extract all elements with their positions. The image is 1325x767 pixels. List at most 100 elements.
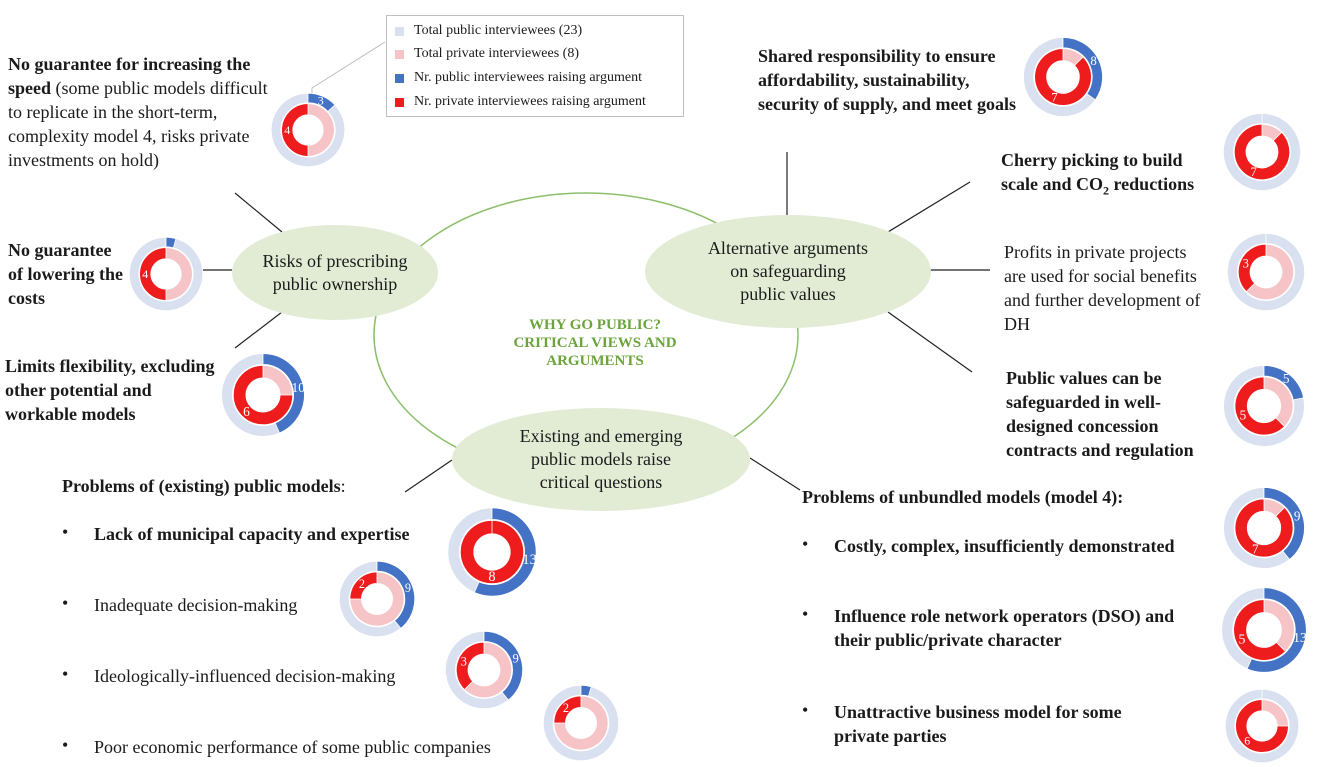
private-raising-segment bbox=[281, 103, 309, 157]
private-raising-segment bbox=[553, 695, 582, 724]
public-problem-capacity: Lack of municipal capacity and expertise bbox=[94, 524, 410, 544]
private-raising-segment bbox=[1234, 376, 1286, 436]
argument-speed-bold: No guarantee for increasing the speed bbox=[8, 54, 251, 98]
public-total-ring bbox=[542, 684, 620, 762]
unbundled-problem-costly: Costly, complex, insufficiently demonstr… bbox=[834, 536, 1175, 556]
heading-public-problems-text: Problems of (existing) public models bbox=[62, 476, 341, 496]
bullet: • bbox=[62, 593, 69, 613]
bullet: • bbox=[62, 522, 69, 542]
legend-label: Nr. public interviewees raising argument bbox=[414, 70, 642, 85]
private-raising-segment bbox=[1233, 599, 1287, 661]
legend-swatch bbox=[395, 97, 404, 107]
public-count-label: 3 bbox=[318, 94, 324, 108]
public-count-label: 13 bbox=[522, 552, 536, 568]
public-count-label: 8 bbox=[1090, 54, 1096, 68]
private-count-label: 6 bbox=[243, 404, 250, 419]
public-raising-segment bbox=[1263, 365, 1305, 401]
private-raising-segment bbox=[459, 519, 525, 584]
public-total-ring bbox=[1222, 112, 1302, 191]
private-raising-segment bbox=[232, 364, 294, 426]
hub-existing: Existing and emerging public models rais… bbox=[452, 408, 750, 511]
legend-swatch bbox=[395, 73, 404, 83]
donut-capacity: 813 bbox=[447, 507, 537, 597]
public-total-ring bbox=[270, 92, 346, 168]
donut-flexibility: 610 bbox=[221, 353, 305, 437]
argument-costs: No guarantee of lowering the costs bbox=[8, 240, 123, 308]
hub-existing-label: Existing and emerging public models rais… bbox=[519, 426, 683, 492]
donut-poor-economic: 2 bbox=[542, 684, 620, 762]
legend-item-public-total: Total public interviewees (23) bbox=[395, 22, 582, 40]
public-raising-segment bbox=[1263, 487, 1305, 560]
donut-speed: 43 bbox=[270, 92, 346, 168]
public-raising-segment bbox=[580, 684, 592, 697]
donut-costs: 4 bbox=[128, 236, 204, 312]
donut-cherry: 7 bbox=[1222, 112, 1302, 191]
public-raising-segment bbox=[165, 236, 177, 249]
connector-unbundled-problems bbox=[749, 457, 801, 491]
public-total-ring bbox=[1226, 232, 1306, 311]
public-total-ring bbox=[128, 236, 204, 312]
public-total-ring bbox=[1223, 365, 1305, 447]
donut-costly: 79 bbox=[1223, 487, 1305, 569]
argument-speed: No guarantee for increasing the speed (s… bbox=[8, 52, 270, 172]
private-count-label: 3 bbox=[461, 655, 467, 669]
private-count-label: 7 bbox=[1051, 91, 1058, 105]
private-count-label: 5 bbox=[1240, 407, 1247, 422]
public-problem-inadequate: Inadequate decision-making bbox=[94, 595, 298, 615]
unbundled-problem-unattractive: Unattractive business model for some pri… bbox=[834, 702, 1122, 746]
legend: Total public interviewees (23) Total pri… bbox=[386, 15, 684, 117]
legend-item-private-raising: Nr. private interviewees raising argumen… bbox=[395, 93, 646, 111]
private-count-label: 7 bbox=[1250, 165, 1256, 179]
legend-label: Nr. private interviewees raising argumen… bbox=[414, 94, 646, 109]
private-count-label: 2 bbox=[359, 577, 365, 591]
center-title: WHY GO PUBLIC? CRITICAL VIEWS AND ARGUME… bbox=[513, 317, 677, 369]
legend-label: Total public interviewees (23) bbox=[414, 23, 583, 38]
public-total-ring bbox=[1224, 688, 1300, 764]
private-raising-segment bbox=[139, 247, 167, 301]
donut-profits: 3 bbox=[1226, 232, 1306, 311]
legend-leader-line bbox=[311, 41, 386, 96]
connector-cherry bbox=[887, 181, 971, 233]
argument-cherry-subscript: 2 bbox=[1103, 183, 1110, 198]
heading-public-problems: Problems of (existing) public models: bbox=[62, 474, 346, 498]
hub-risks-label: Risks of prescribing public ownership bbox=[262, 250, 408, 294]
private-count-label: 2 bbox=[563, 701, 569, 715]
connector-safeguarded bbox=[887, 311, 973, 373]
argument-speed-detail: (some public models difficult to replica… bbox=[8, 78, 268, 170]
public-count-label: 9 bbox=[1294, 509, 1301, 524]
private-count-label: 6 bbox=[1244, 734, 1250, 748]
private-raising-segment bbox=[1034, 48, 1092, 106]
public-raising-segment bbox=[376, 560, 416, 629]
argument-cherry: Cherry picking to build scale and CO2 re… bbox=[1001, 148, 1215, 198]
public-problem-ideological: Ideologically-influenced decision-making bbox=[94, 666, 396, 686]
argument-cherry-text-end: reductions bbox=[1109, 174, 1195, 194]
private-raising-segment bbox=[1237, 243, 1267, 293]
legend-label: Total private interviewees (8) bbox=[414, 46, 580, 61]
unbundled-problem-dso: Influence role network operators (DSO) a… bbox=[834, 606, 1175, 650]
hub-alternative-label: Alternative arguments on safeguarding pu… bbox=[707, 238, 869, 304]
legend-item-private-total: Total private interviewees (8) bbox=[395, 45, 579, 63]
public-raising-segment bbox=[473, 507, 537, 597]
private-count-label: 3 bbox=[1243, 257, 1249, 271]
public-count-label: 13 bbox=[1293, 630, 1307, 645]
public-problem-economic: Poor economic performance of some public… bbox=[94, 737, 491, 757]
argument-cherry-text: Cherry picking to build scale and CO bbox=[1001, 150, 1183, 194]
private-count-label: 4 bbox=[142, 267, 148, 281]
hub-alternative: Alternative arguments on safeguarding pu… bbox=[645, 215, 931, 328]
public-count-label: 5 bbox=[1283, 371, 1290, 386]
bullet: • bbox=[802, 534, 809, 554]
private-raising-segment bbox=[1233, 123, 1291, 181]
connector-public-problems bbox=[404, 459, 453, 493]
private-count-label: 4 bbox=[284, 123, 290, 137]
private-raising-segment bbox=[1235, 699, 1289, 753]
private-raising-segment bbox=[349, 571, 378, 600]
donut-shared: 78 bbox=[1023, 37, 1103, 117]
public-raising-segment bbox=[1246, 587, 1307, 673]
public-count-label: 9 bbox=[405, 581, 411, 595]
private-raising-segment bbox=[455, 641, 485, 691]
legend-swatch bbox=[395, 26, 404, 36]
bullet: • bbox=[802, 604, 809, 624]
donut-safeguarded: 55 bbox=[1223, 365, 1305, 447]
